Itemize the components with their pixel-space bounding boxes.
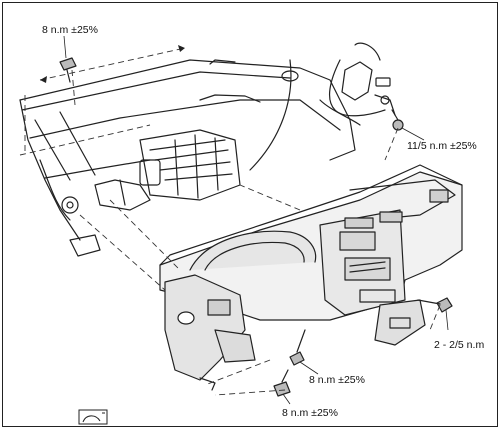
assembly-lines: [19, 47, 441, 396]
wiring-harness: [249, 42, 396, 171]
manual-reference-icon: [78, 409, 108, 425]
dashboard-panel: [159, 164, 463, 346]
torque-label-mid: 8 n.m ±25%: [309, 374, 365, 386]
left-end-panel: [164, 274, 256, 391]
fastener-mid: [289, 329, 306, 366]
fastener-side: [417, 297, 453, 313]
fastener-bottom: [273, 369, 291, 397]
fastener-top: [59, 57, 77, 83]
arrows: [40, 45, 185, 83]
leader-lines: [63, 35, 449, 405]
torque-label-right: 11/5 n.m ±25%: [407, 140, 477, 152]
steering-bracket: [61, 179, 151, 257]
torque-label-side: 2 - 2/5 n.m: [434, 339, 485, 351]
torque-label-top: 8 n.m ±25%: [42, 24, 98, 36]
fastener-right: [391, 109, 404, 131]
torque-label-bottom: 8 n.m ±25%: [282, 407, 338, 419]
hvac-unit: [139, 129, 241, 201]
